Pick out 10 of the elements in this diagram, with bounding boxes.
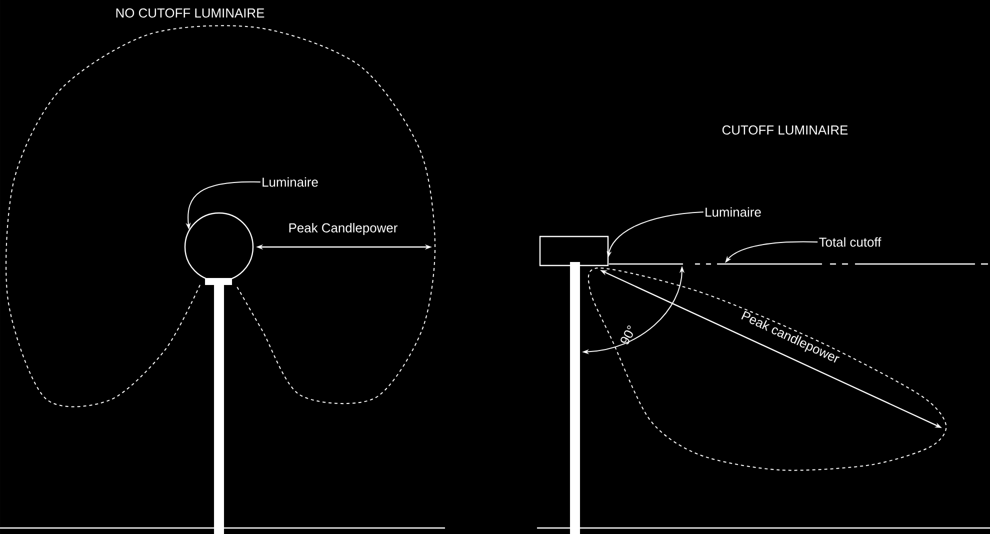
dimension-label: Peak Candlepower: [289, 222, 398, 236]
cutoff-line: [608, 263, 989, 265]
label-text: Luminaire: [262, 177, 318, 187]
label-text: Luminaire: [706, 207, 761, 217]
luminaire-circle: [184, 212, 254, 282]
heading: CUTOFF LUMINAIRE: [722, 125, 848, 135]
heading: NO CUTOFF LUMINAIRE: [116, 8, 264, 18]
luminaire-box: [539, 236, 609, 266]
label-text: Total cutoff: [819, 237, 882, 247]
angle-label: 90°: [620, 326, 633, 344]
